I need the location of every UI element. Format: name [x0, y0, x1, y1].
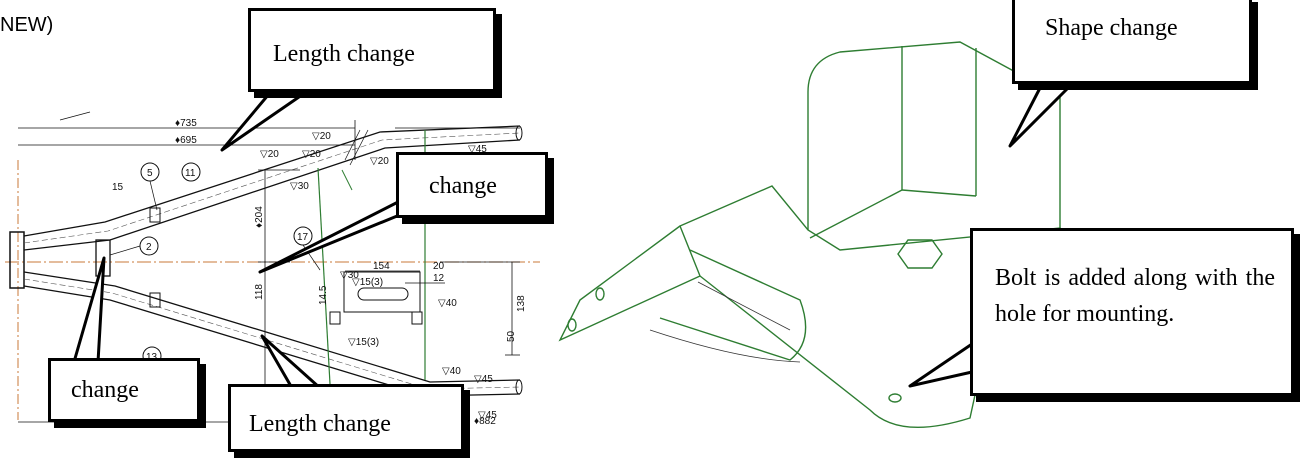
callout-change-bottom-left: change: [48, 358, 200, 422]
svg-text:5: 5: [147, 168, 153, 179]
dim-118: 118: [254, 284, 265, 300]
weld-30-a: ▽30: [290, 181, 309, 192]
dim-138: 138: [516, 295, 527, 312]
callout-length-change-top: Length change: [248, 8, 496, 92]
balloon-5: 5: [140, 162, 160, 182]
svg-text:13: 13: [146, 352, 158, 363]
callout-change-middle: change: [396, 152, 548, 218]
dim-154: 154: [373, 261, 390, 272]
balloon-11: 11: [181, 162, 201, 182]
dim-882: ♦882: [474, 416, 496, 427]
weld-20-d: ▽20: [370, 156, 389, 167]
svg-text:17: 17: [297, 232, 309, 243]
weld-20-c: ▽20: [302, 149, 321, 160]
dim-695: ♦695: [175, 135, 197, 146]
callout-shape-change: Shape change: [1012, 0, 1252, 84]
dim-735: ♦735: [175, 118, 197, 129]
weld-40-b: ▽40: [442, 366, 461, 377]
weld-40-a: ▽40: [438, 298, 457, 309]
weld-45-c: ▽45: [478, 410, 497, 421]
dim-20: 20: [433, 261, 445, 272]
callout-bolt-added: [970, 228, 1294, 396]
weld-15-3-a: ▽15(3): [352, 277, 383, 288]
weld-20-a: ▽20: [312, 131, 331, 142]
weld-45-a: ▽45: [468, 144, 487, 155]
svg-text:11: 11: [185, 168, 196, 179]
balloon-17: 17: [293, 226, 313, 246]
balloon-2: 2: [139, 236, 159, 256]
header-fragment: NEW): [0, 14, 54, 36]
dim-204: ♦204: [254, 206, 265, 228]
dim-14-5: 14.5: [318, 285, 329, 305]
bracket-3d-view: [558, 41, 1070, 428]
svg-text:2: 2: [146, 242, 152, 253]
weld-45-b: ▽45: [474, 374, 493, 385]
dim-50: 50: [506, 330, 517, 342]
weld-20-b: ▽20: [260, 149, 279, 160]
callout-bolt-text: Bolt is added along with the hole for mo…: [995, 265, 1275, 327]
weld-30-b: ▽30: [340, 270, 359, 281]
dim-12: 12: [433, 273, 445, 284]
callout-length-change-bottom: Length change: [228, 384, 464, 452]
weld-15: 15: [112, 182, 124, 193]
weld-15-3-b: ▽15(3): [348, 337, 379, 348]
